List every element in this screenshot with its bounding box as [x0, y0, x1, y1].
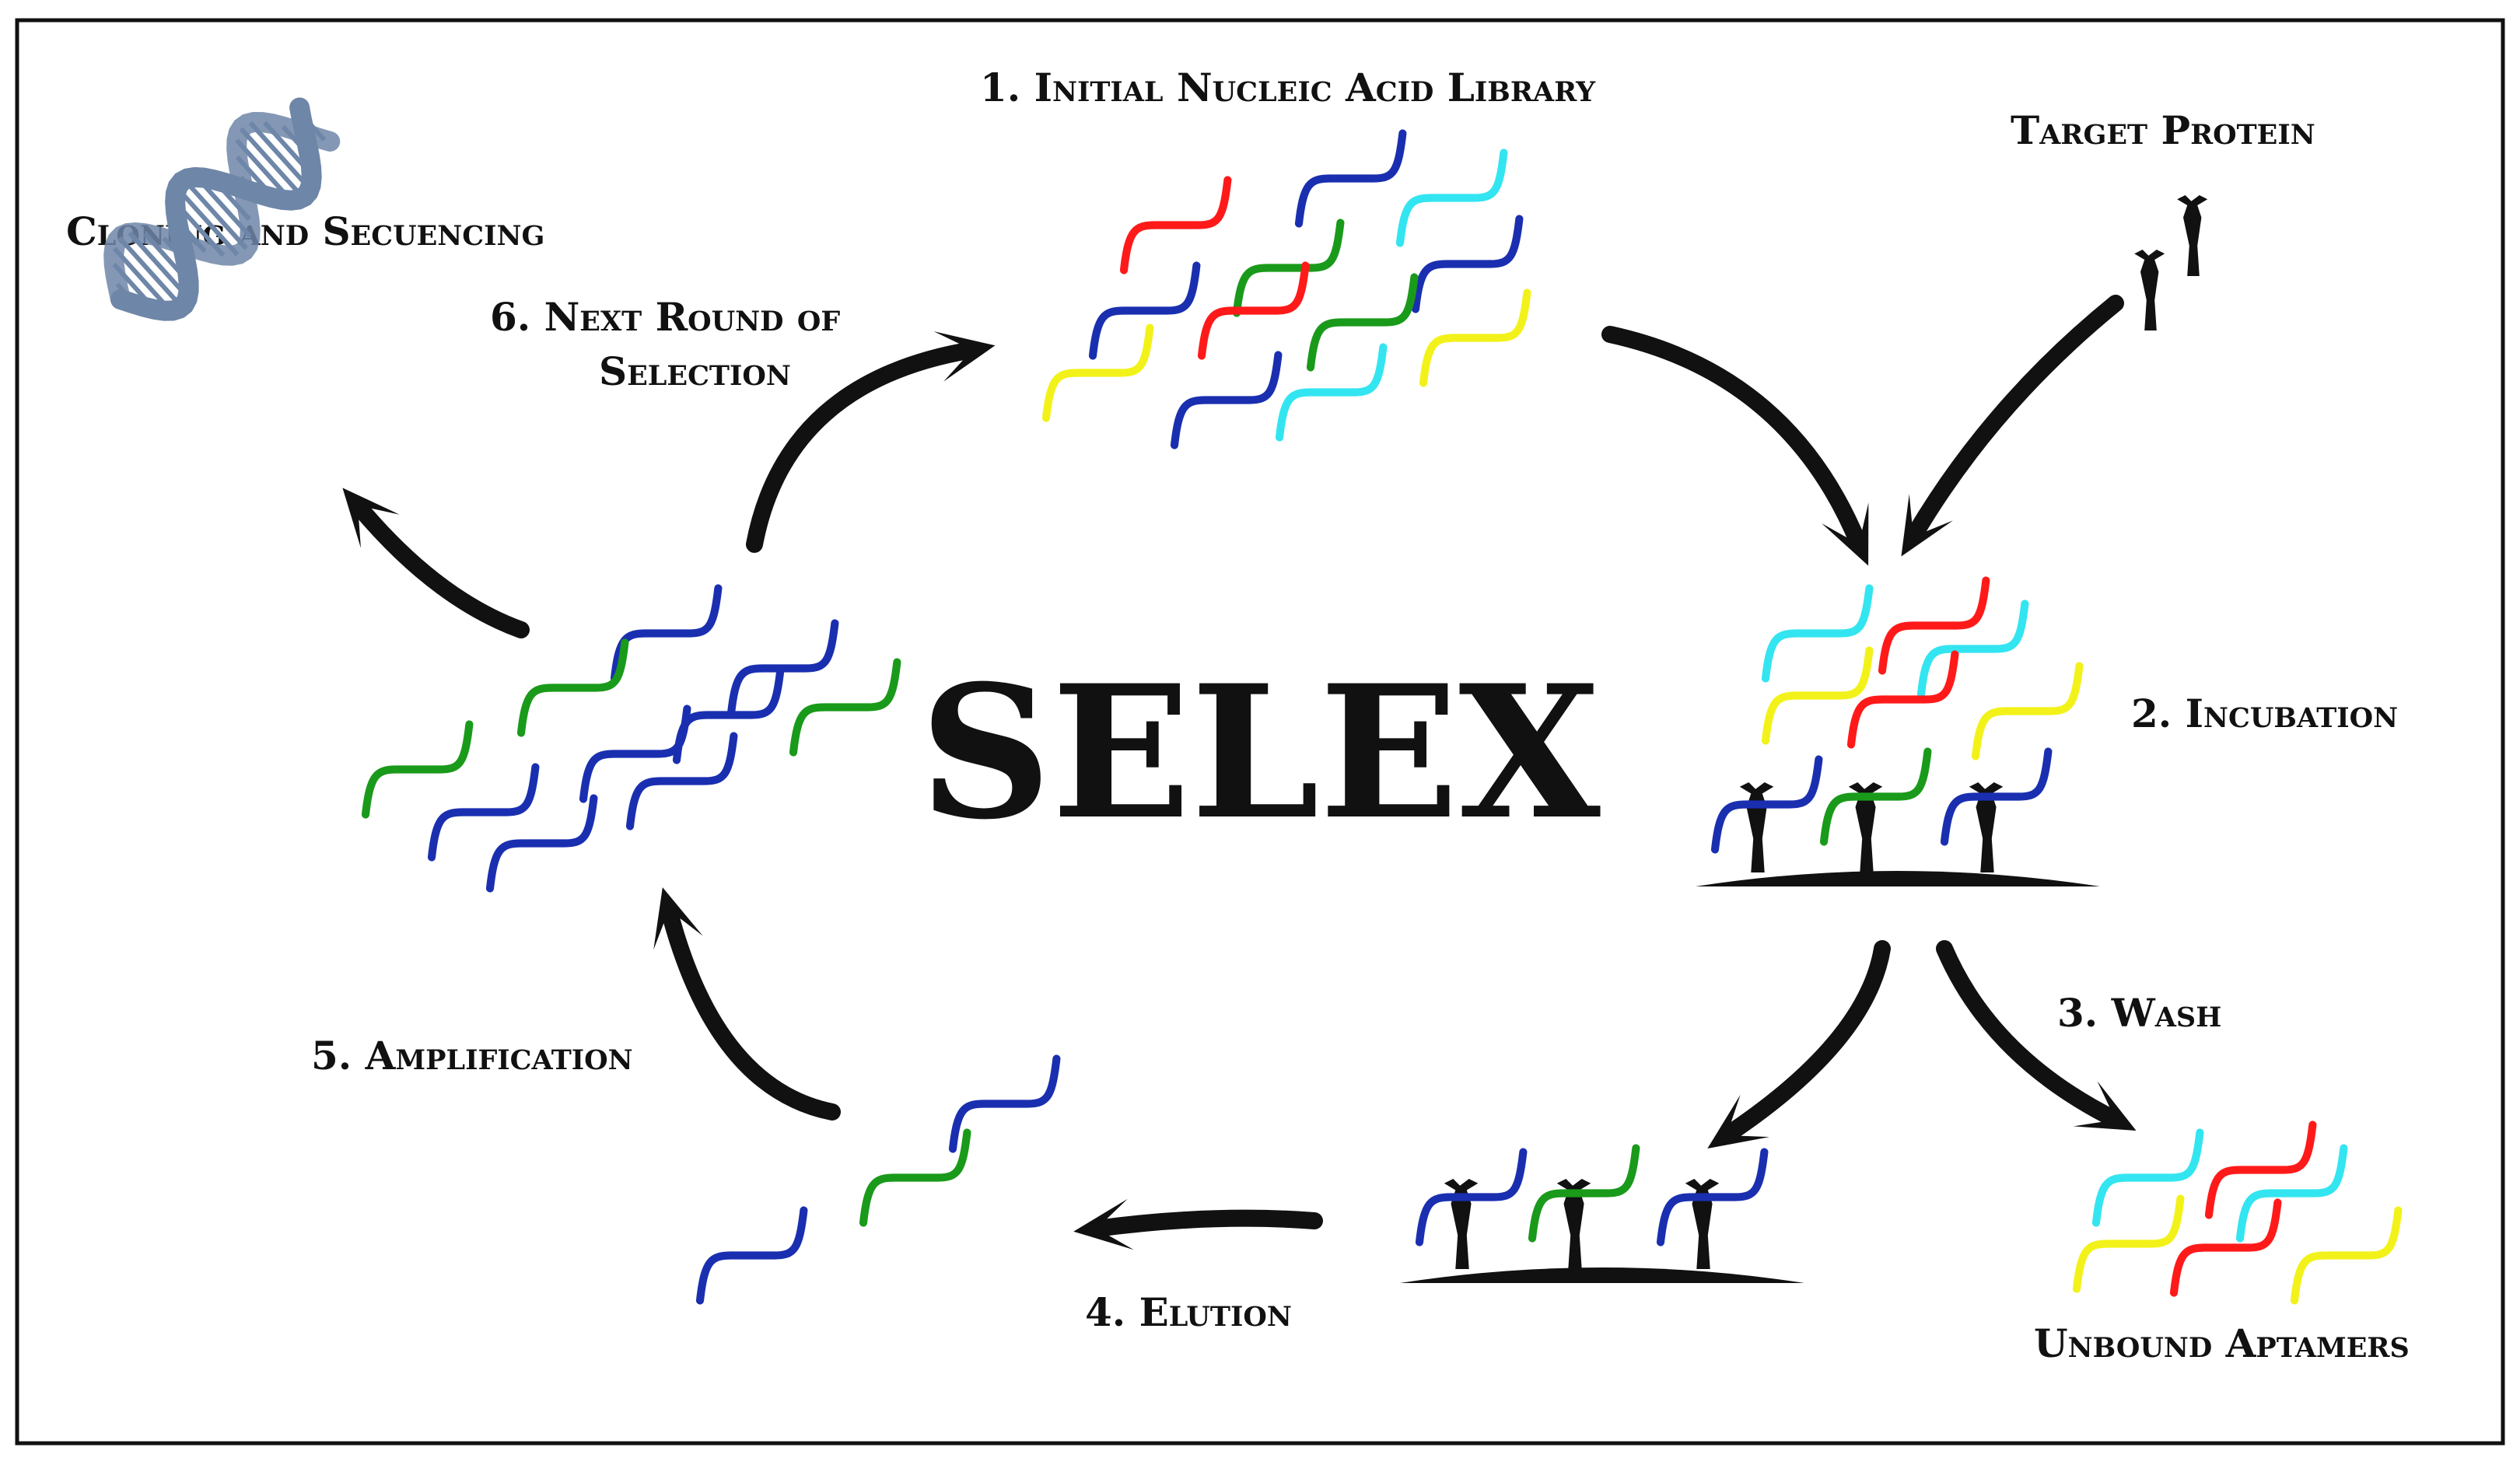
blue-aptamer-strand: [1411, 215, 1524, 313]
target-protein-icon: [2134, 195, 2208, 330]
cyan-aptamer-strand: [2235, 1144, 2348, 1243]
incubation-free-strands: [1761, 576, 2084, 760]
bound-protein-icon: [1444, 1179, 1479, 1269]
yellow-aptamer-strand: [1419, 288, 1531, 387]
eluted-strands: [695, 1054, 1061, 1305]
arrow-amplified-to-library: [746, 331, 996, 553]
green-aptamer-strand: [361, 720, 474, 819]
red-aptamer-strand: [1878, 576, 1990, 675]
red-aptamer-strand: [1119, 176, 1232, 274]
arrow-amplified-to-cloning: [342, 488, 530, 638]
arrow-surface-to-eluted: [1073, 1198, 1323, 1250]
blue-aptamer-strand: [1294, 129, 1407, 228]
cyan-aptamer-strand: [2091, 1128, 2204, 1227]
green-aptamer-strand: [789, 658, 901, 757]
blue-aptamer-strand: [485, 794, 598, 893]
arrow-incubation-to-unbound: [1936, 940, 2137, 1131]
arrow-library-to-incubation: [1601, 326, 1869, 566]
yellow-aptamer-strand: [1761, 646, 1874, 745]
green-aptamer-strand: [516, 638, 629, 737]
blue-aptamer-strand: [610, 584, 723, 683]
step-4-label: 4. Elution: [1085, 1289, 1292, 1335]
bound-protein-icon: [1739, 782, 1774, 872]
red-aptamer-strand: [2204, 1121, 2317, 1219]
step-2-label: 2. Incubation: [2131, 691, 2398, 736]
blue-aptamer-strand: [579, 705, 691, 803]
dna-helix-icon: [103, 97, 341, 321]
step-6-label-line2: Selection: [599, 348, 791, 394]
yellow-aptamer-strand: [1971, 662, 2084, 760]
green-bound-strand: [1528, 1144, 1640, 1243]
step-6-label-line1: 6. Next Round of: [490, 294, 840, 340]
blue-aptamer-strand: [625, 732, 738, 830]
blue-bound-strand: [1710, 755, 1823, 854]
blue-aptamer-strand: [427, 763, 540, 862]
cyan-aptamer-strand: [1395, 149, 1508, 247]
arrow-eluted-to-amplified: [653, 887, 841, 1121]
unbound-aptamers-label: Unbound Aptamers: [2034, 1320, 2410, 1366]
arrow-incubation-to-elution-surface: [1707, 940, 1891, 1149]
incubation-bound-complex: [1696, 747, 2100, 886]
blue-aptamer-strand: [695, 1206, 808, 1305]
target-protein-label: Target Protein: [2011, 107, 2315, 153]
blue-aptamer-strand: [1088, 261, 1201, 360]
cyan-aptamer-strand: [1275, 343, 1388, 442]
diagram-title: SELEX: [919, 645, 1601, 860]
blue-aptamer-strand: [1170, 351, 1283, 449]
step-5-label: 5. Amplification: [311, 1033, 633, 1079]
yellow-aptamer-strand: [2072, 1194, 2185, 1293]
green-bound-strand: [1819, 747, 1932, 846]
red-aptamer-strand: [1846, 650, 1959, 749]
wash-bound-complex: [1400, 1144, 1804, 1283]
bound-protein-icon: [1685, 1179, 1720, 1269]
process-arrows: [342, 295, 2137, 1250]
blue-aptamer-strand: [948, 1054, 1061, 1153]
blue-bound-strand: [1940, 747, 2053, 846]
green-aptamer-strand: [1306, 273, 1419, 372]
step-1-label: 1. Initial Nucleic Acid Library: [980, 65, 1596, 110]
binding-surface: [1400, 1267, 1804, 1283]
arrow-protein-to-incubation: [1901, 295, 2124, 557]
green-aptamer-strand: [1232, 219, 1345, 317]
blue-bound-strand: [1656, 1148, 1769, 1246]
red-aptamer-strand: [1197, 261, 1310, 360]
red-aptamer-strand: [2169, 1198, 2282, 1297]
binding-surface: [1696, 871, 2100, 886]
unbound-aptamer-strands: [2072, 1121, 2403, 1305]
blue-bound-strand: [1415, 1148, 1528, 1246]
yellow-aptamer-strand: [1041, 323, 1154, 422]
amplified-strands: [361, 584, 901, 893]
green-aptamer-strand: [859, 1128, 971, 1227]
yellow-aptamer-strand: [2290, 1206, 2403, 1305]
library-strands: [1041, 129, 1531, 449]
step-3-label: 3. Wash: [2057, 990, 2221, 1036]
cyan-aptamer-strand: [1761, 584, 1874, 683]
blue-aptamer-strand: [726, 619, 839, 718]
figure-frame: [15, 18, 2505, 1446]
cyan-aptamer-strand: [1916, 600, 2029, 698]
